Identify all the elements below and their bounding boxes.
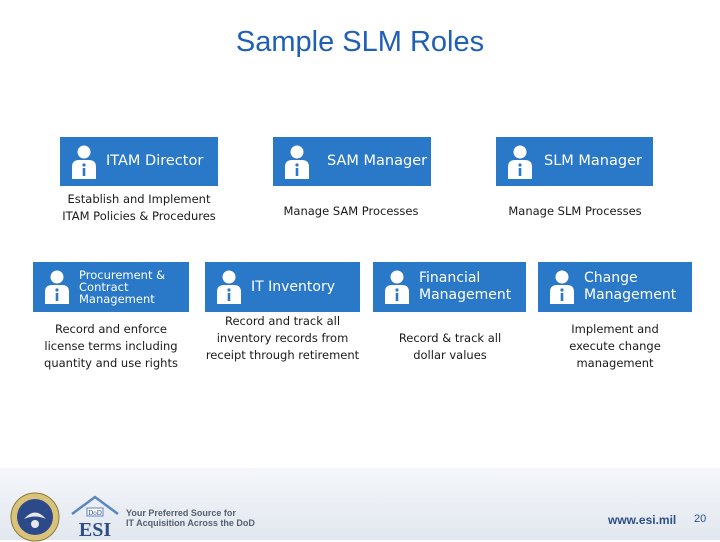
role-description: Record and enforce license terms includi…: [44, 322, 178, 370]
role-description: Record & track all dollar values: [398, 331, 502, 362]
slide-title: Sample SLM Roles: [235, 26, 485, 58]
role-description: Manage SAM Processes: [283, 204, 419, 218]
dod-seal-icon: [10, 492, 60, 542]
role-box-procurement-contract-management: Procurement & Contract Management: [33, 262, 189, 312]
role-label: ITAM Director: [106, 152, 204, 169]
footer-tagline: Your Preferred Source for IT Acquisition…: [126, 508, 255, 528]
svg-text:DoD: DoD: [88, 509, 102, 517]
person-info-icon: [385, 270, 409, 304]
person-info-icon: [45, 270, 69, 304]
role-box-itam-director: ITAM Director: [60, 137, 218, 186]
person-info-icon: [217, 270, 241, 304]
role-box-it-inventory: IT Inventory: [205, 262, 360, 312]
footer-bar: [0, 468, 720, 540]
person-info-icon: [285, 145, 309, 179]
person-info-icon: [72, 145, 96, 179]
page-number: 20: [694, 513, 707, 525]
tagline-line: Your Preferred Source for: [126, 508, 236, 518]
role-box-slm-manager: SLM Manager: [496, 137, 653, 186]
svg-text:ESI: ESI: [79, 519, 111, 540]
role-label: SLM Manager: [544, 152, 642, 169]
tagline-line: IT Acquisition Across the DoD: [126, 518, 255, 528]
role-box-change-management: Change Management: [538, 262, 692, 312]
role-box-sam-manager: SAM Manager: [273, 137, 431, 186]
role-label: Change Management: [584, 270, 677, 303]
person-info-icon: [508, 145, 532, 179]
dod-esi-logo: DoD ESI: [71, 495, 119, 540]
role-description: Record and track all inventory records f…: [205, 314, 360, 362]
role-box-financial-management: Financial Management: [373, 262, 526, 312]
role-description: Manage SLM Processes: [508, 204, 642, 218]
role-description: Establish and Implement ITAM Policies & …: [62, 192, 216, 223]
website-link[interactable]: www.esi.mil: [608, 513, 677, 527]
role-description: Implement and execute change management: [569, 322, 661, 370]
role-label: Procurement & Contract Management: [79, 268, 166, 306]
role-label: IT Inventory: [251, 278, 335, 295]
role-label: SAM Manager: [327, 152, 428, 169]
person-info-icon: [550, 270, 574, 304]
role-label: Financial Management: [419, 270, 512, 303]
